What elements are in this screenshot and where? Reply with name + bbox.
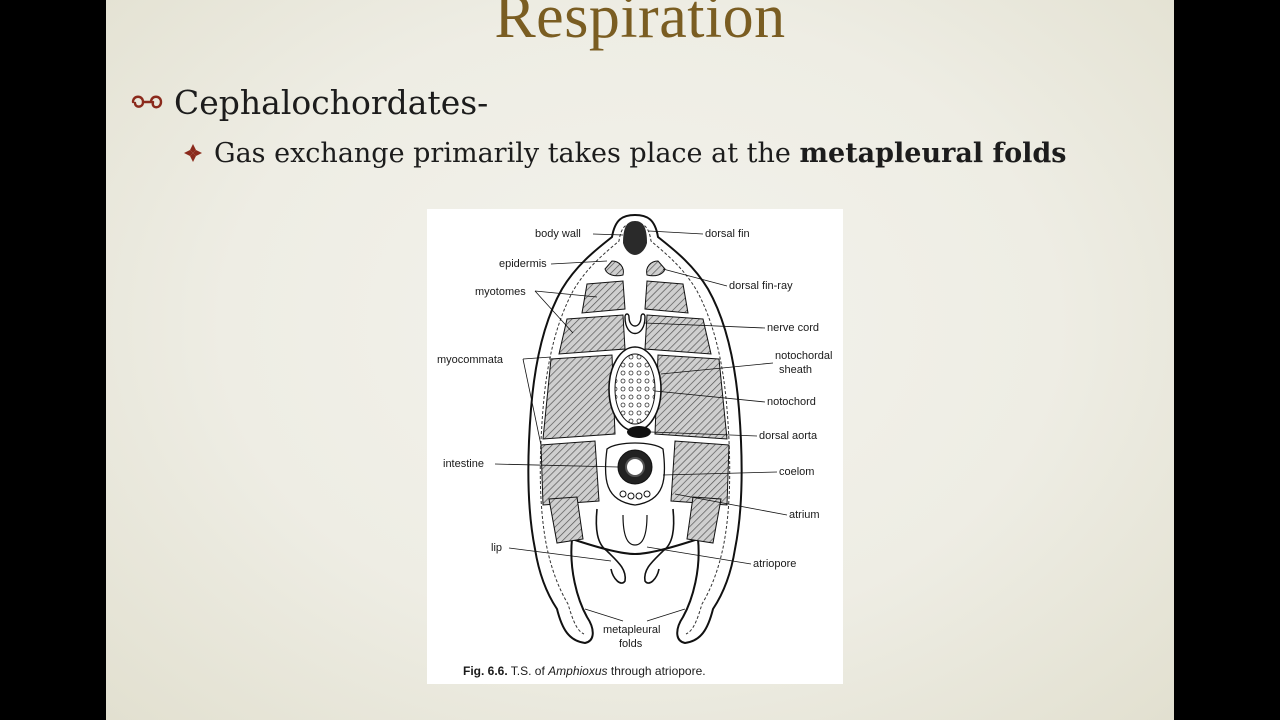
caption-fig: Fig. 6.6. (463, 664, 508, 678)
myotome-l1 (581, 280, 626, 314)
label-notochordal-sheath-2: sheath (779, 364, 812, 376)
body-wall-inner (539, 222, 731, 635)
label-notochord: notochord (767, 396, 816, 408)
amphioxus-figure: body wall dorsal fin epidermis dorsal fi… (427, 209, 843, 684)
myotome-l5 (548, 496, 584, 544)
figure-caption: Fig. 6.6. T.S. of Amphioxus through atri… (463, 664, 706, 678)
label-dorsal-fin-ray: dorsal fin-ray (729, 280, 793, 292)
coelom-dot-2 (627, 492, 635, 500)
myotome-l2 (558, 314, 626, 355)
label-body-wall: body wall (535, 228, 581, 240)
caption-italic: Amphioxus (547, 664, 607, 678)
label-coelom: coelom (779, 466, 814, 478)
bullet1-text: Cephalochordates- (174, 82, 489, 122)
dorsal-fin (623, 221, 647, 255)
label-epidermis: epidermis (499, 258, 547, 270)
coelom-dot-1 (619, 490, 627, 498)
label-myocommata: myocommata (437, 354, 504, 366)
slide-title: Respiration (494, 0, 786, 51)
bullet-gas-exchange: Gas exchange primarily takes place at th… (182, 133, 1066, 173)
label-metapleural-2: folds (619, 638, 643, 650)
label-dorsal-aorta: dorsal aorta (759, 430, 818, 442)
label-notochordal-sheath-1: notochordal (775, 350, 833, 362)
myotome-r2 (644, 314, 712, 355)
atriopore-wall (622, 514, 648, 546)
bullet2-text: Gas exchange primarily takes place at th… (214, 138, 1066, 169)
coelom-dot-3 (635, 492, 643, 500)
atrium-left-lip (595, 508, 627, 584)
label-intestine: intestine (443, 458, 484, 470)
labels: body wall dorsal fin epidermis dorsal fi… (437, 228, 833, 650)
label-metapleural-1: metapleural (603, 624, 660, 636)
label-nerve-cord: nerve cord (767, 322, 819, 334)
label-lip: lip (491, 542, 502, 554)
label-atriopore: atriopore (753, 558, 796, 570)
slide: Respiration Cephalochordates- Gas exchan… (106, 0, 1174, 720)
label-atrium: atrium (789, 509, 820, 521)
amphioxus-diagram: body wall dorsal fin epidermis dorsal fi… (437, 213, 833, 678)
atrium-right-lip (643, 508, 675, 584)
notochord (614, 353, 656, 425)
bullet2-bold: metapleural folds (799, 137, 1067, 169)
myotome-r4 (670, 440, 730, 506)
myotome-r1 (644, 280, 689, 314)
fin-ray-right (646, 260, 666, 277)
caption-post: through atriopore. (608, 664, 706, 678)
curl-bullet-icon (131, 95, 163, 109)
nerve-cord (624, 313, 646, 335)
bullet2-plain: Gas exchange primarily takes place at th… (214, 137, 800, 169)
label-myotomes: myotomes (475, 286, 526, 298)
myotome-l3 (542, 354, 616, 440)
caption-pre: T.S. of (508, 664, 548, 678)
myotome-r5 (686, 496, 722, 544)
dorsal-aorta (627, 426, 651, 438)
bullet-cephalochordates: Cephalochordates- (130, 80, 488, 124)
intestine-lumen (625, 457, 645, 477)
myotome-l4 (540, 440, 600, 506)
diamond-bullet-icon (184, 144, 202, 162)
label-dorsal-fin: dorsal fin (705, 228, 750, 240)
myotome-r3 (654, 354, 728, 440)
coelom-dot-4 (643, 490, 651, 498)
fin-ray-left (604, 260, 624, 277)
